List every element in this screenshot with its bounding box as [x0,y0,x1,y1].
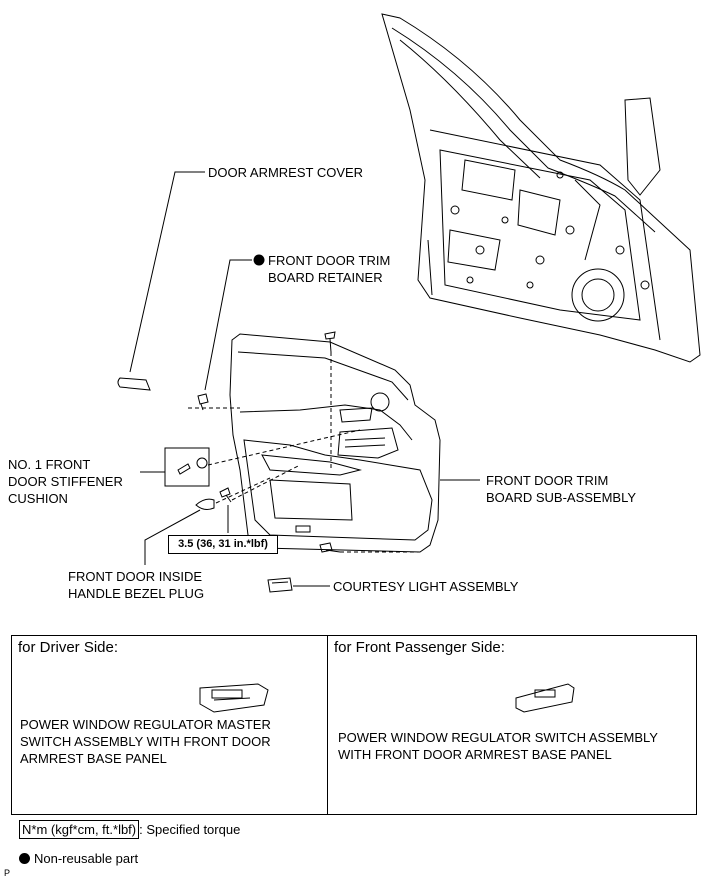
passenger-side-heading: for Front Passenger Side: [334,639,505,656]
install-lines [188,352,420,553]
passenger-side-cell: for Front Passenger Side: POWER WINDOW R… [328,636,696,814]
passenger-switch-drawing [515,683,575,713]
stiffener-cushion-drawing [177,457,208,475]
leader-bezel-plug [144,509,201,565]
label-trim-board: FRONT DOOR TRIM BOARD SUB-ASSEMBLY [486,473,637,505]
driver-side-description: POWER WINDOW REGULATOR MASTER SWITCH ASS… [20,717,271,766]
screw-lower-drawing [319,542,341,553]
courtesy-light-drawing [267,577,293,593]
legend-nonreusable-text: Non-reusable part [34,851,139,866]
handle-bezel-plug-drawing [195,498,215,510]
trim-retainer-drawing [197,393,209,411]
armrest-cover-drawing [117,377,151,391]
legend-torque: N*m (kgf*cm, ft.*lbf): Specified torque [19,820,241,839]
torque-spec-box: 3.5 (36, 31 in.*lbf) [168,535,278,554]
label-courtesy-light: COURTESY LIGHT ASSEMBLY [333,579,519,594]
label-handle-bezel-plug: FRONT DOOR INSIDE HANDLE BEZEL PLUG [68,569,205,601]
legend-nonreusable: Non-reusable part [19,851,138,866]
label-trim-retainer: FRONT DOOR TRIM BOARD RETAINER [268,253,391,285]
nonreusable-dot-icon [19,853,30,864]
leader-armrest [129,171,205,373]
cushion-group-box [164,447,210,487]
label-stiffener-cushion: NO. 1 FRONT DOOR STIFFENER CUSHION [8,457,123,506]
page-code: P [4,868,11,878]
legend-torque-text: : Specified torque [139,822,241,837]
master-switch-drawing [199,683,269,713]
nonreusable-marker [253,254,265,266]
driver-side-heading: for Driver Side: [18,639,119,656]
variant-table: for Driver Side: POWER WINDOW REGULATOR … [11,635,697,815]
leader-retainer [204,259,252,391]
screw-mid-drawing [219,487,232,503]
driver-side-cell: for Driver Side: POWER WINDOW REGULATOR … [12,636,328,814]
door-frame-drawing [381,13,701,363]
passenger-side-description: POWER WINDOW REGULATOR SWITCH ASSEMBLY W… [338,730,658,762]
trim-board-drawing [229,333,441,553]
legend-torque-unit: N*m (kgf*cm, ft.*lbf) [19,820,140,839]
screw-top-drawing [324,331,336,353]
label-armrest-cover: DOOR ARMREST COVER [208,165,364,180]
